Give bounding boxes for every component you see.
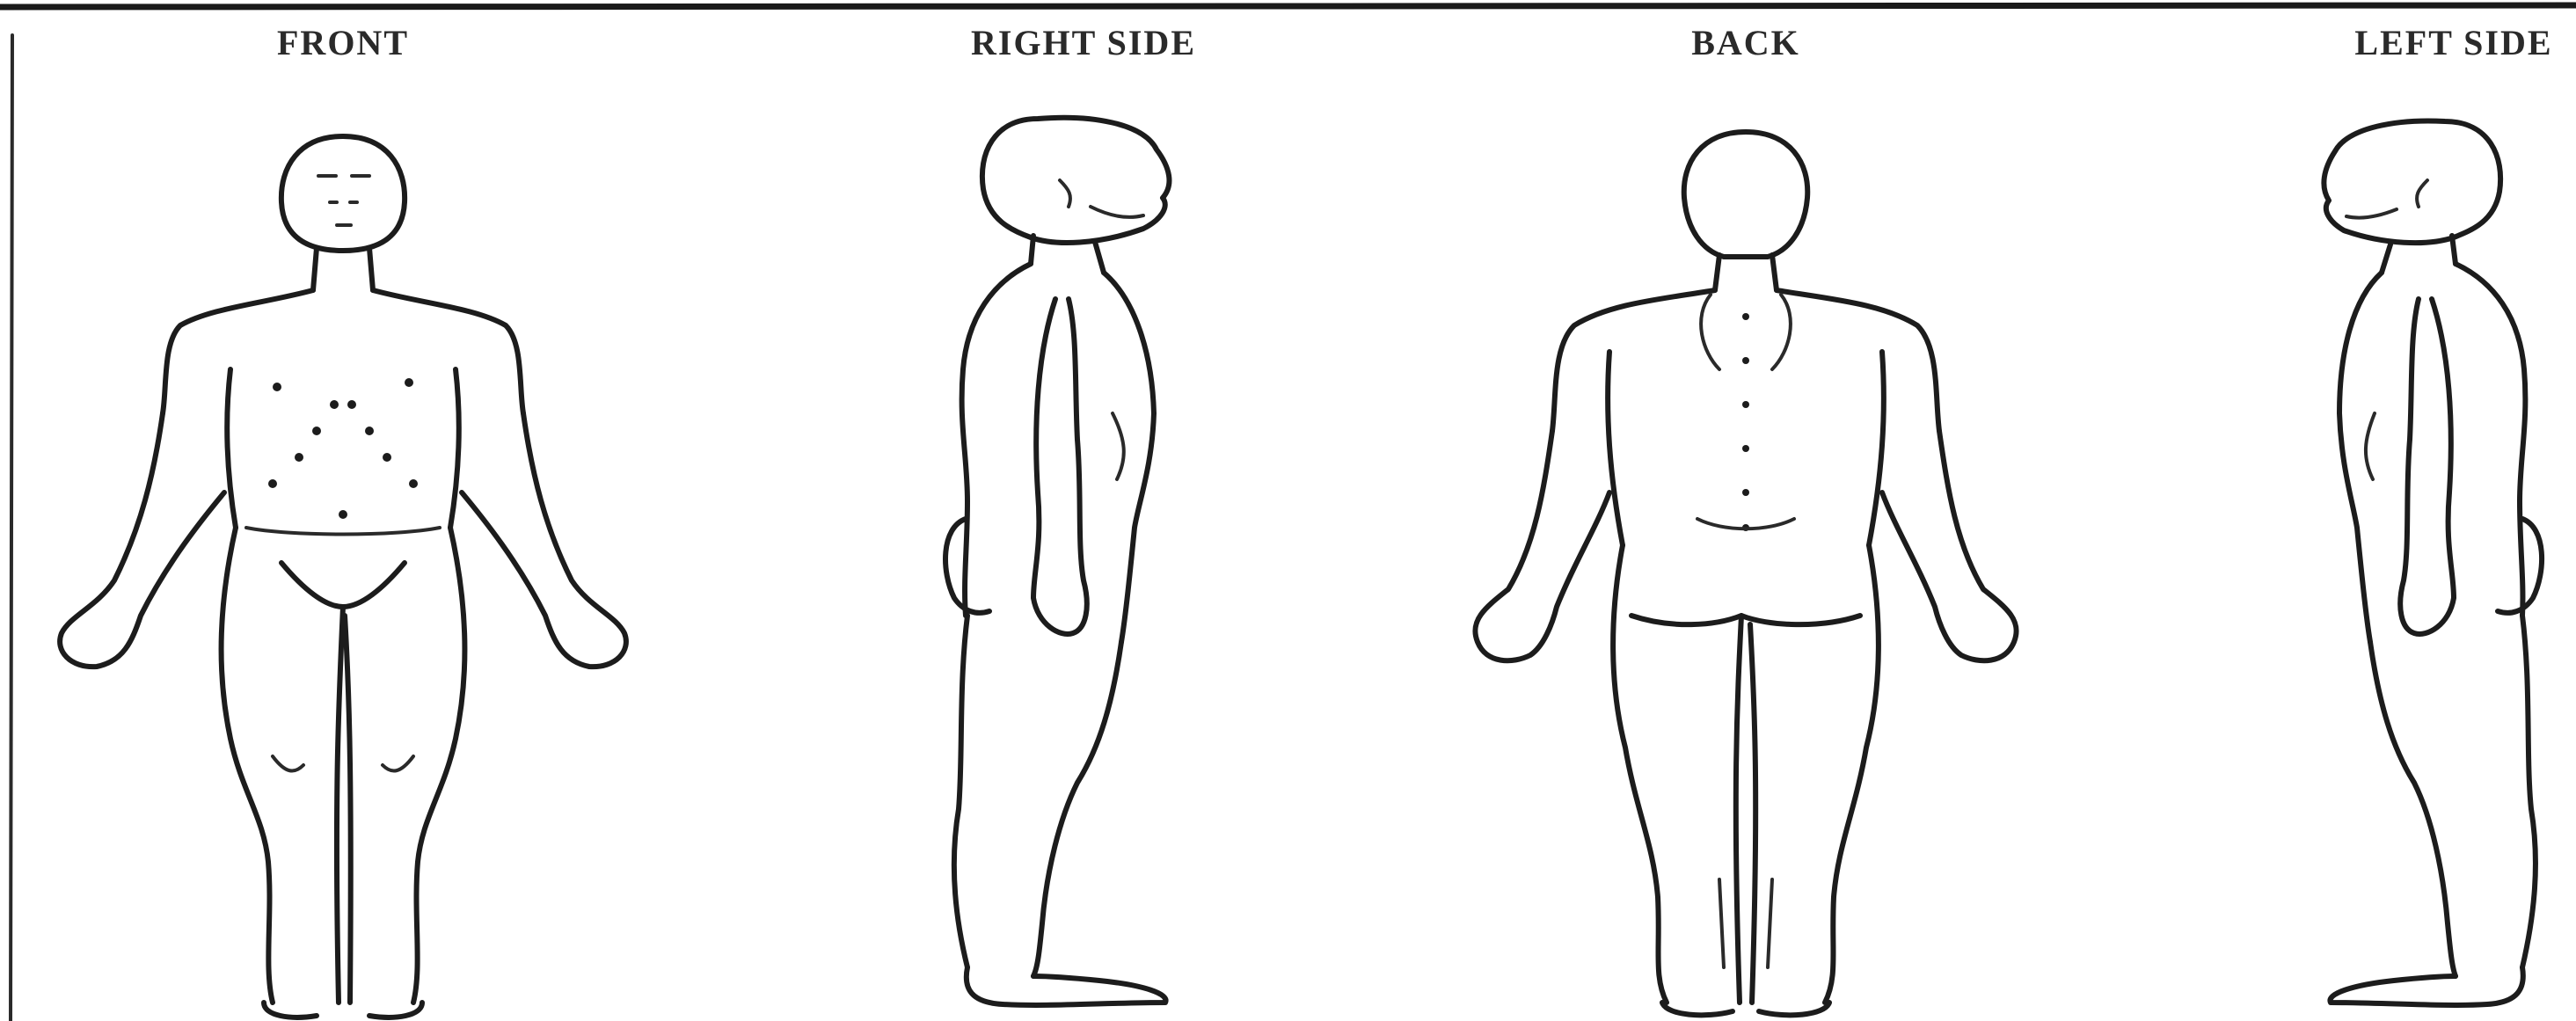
label-left-side: LEFT SIDE [2354,23,2552,62]
figure-back [1475,132,2016,1015]
label-front: FRONT [277,23,409,62]
figure-left-side [2324,120,2542,1004]
left-border-line [11,35,12,1021]
figure-right-side [945,118,1169,1005]
label-right-side: RIGHT SIDE [971,23,1196,62]
label-back: BACK [1691,23,1800,62]
figure-front [60,136,626,1017]
top-border-line [0,5,2576,7]
